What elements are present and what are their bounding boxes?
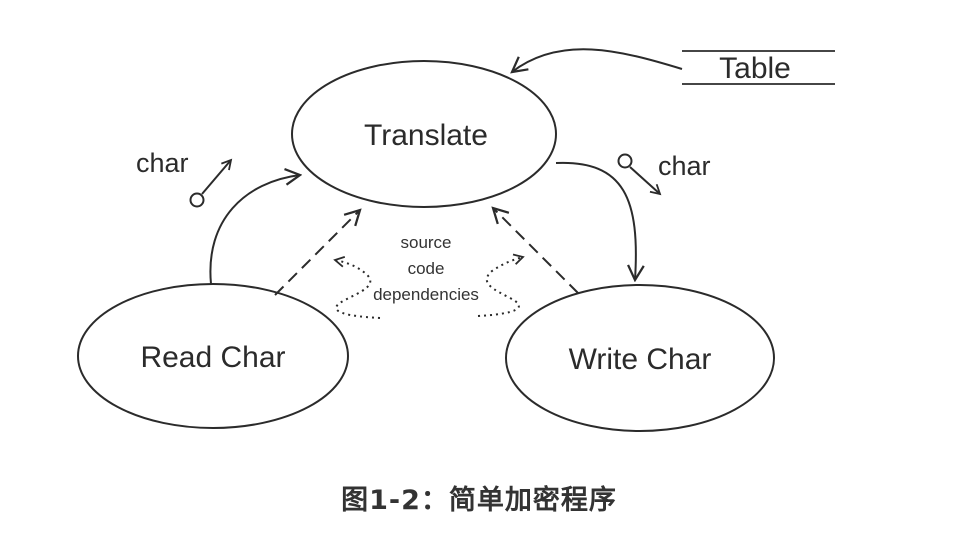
dependency-note-line-3: dependencies xyxy=(373,285,479,304)
table-data-store: Table xyxy=(682,50,835,85)
write-char-node: Write Char xyxy=(505,284,775,432)
write-char-ellipse xyxy=(505,284,775,432)
dependency-note-line-1: source xyxy=(400,233,451,252)
write-char-label: Write Char xyxy=(569,343,712,376)
char-in-couple: char xyxy=(136,148,233,208)
right-dotted-annotation-curve xyxy=(477,253,525,317)
table-label: Table xyxy=(719,52,791,85)
translate-to-write-arrow xyxy=(555,161,636,280)
write-dependency-dashed-arrow xyxy=(493,208,579,294)
read-char-ellipse xyxy=(77,283,349,429)
table-to-translate-arrow xyxy=(512,48,683,72)
dependency-note-line-2: code xyxy=(408,259,445,278)
read-char-node: Read Char xyxy=(77,283,349,429)
translate-node: Translate xyxy=(291,60,557,208)
char-in-arrow xyxy=(201,158,233,195)
char-in-label: char xyxy=(136,148,189,178)
figure-caption: 图1-2：简单加密程序 xyxy=(341,485,617,516)
char-out-couple: char xyxy=(617,151,711,196)
translate-label: Translate xyxy=(364,119,488,152)
read-char-label: Read Char xyxy=(140,341,285,374)
read-dependency-dashed-arrow xyxy=(274,210,360,296)
char-out-circle-icon xyxy=(617,153,633,169)
read-to-translate-arrow xyxy=(209,175,300,285)
char-out-label: char xyxy=(658,151,711,181)
char-in-circle-icon xyxy=(189,192,205,208)
source-code-dependencies-note: source code dependencies xyxy=(373,233,479,304)
char-out-arrow xyxy=(629,166,662,196)
translate-ellipse xyxy=(291,60,557,208)
